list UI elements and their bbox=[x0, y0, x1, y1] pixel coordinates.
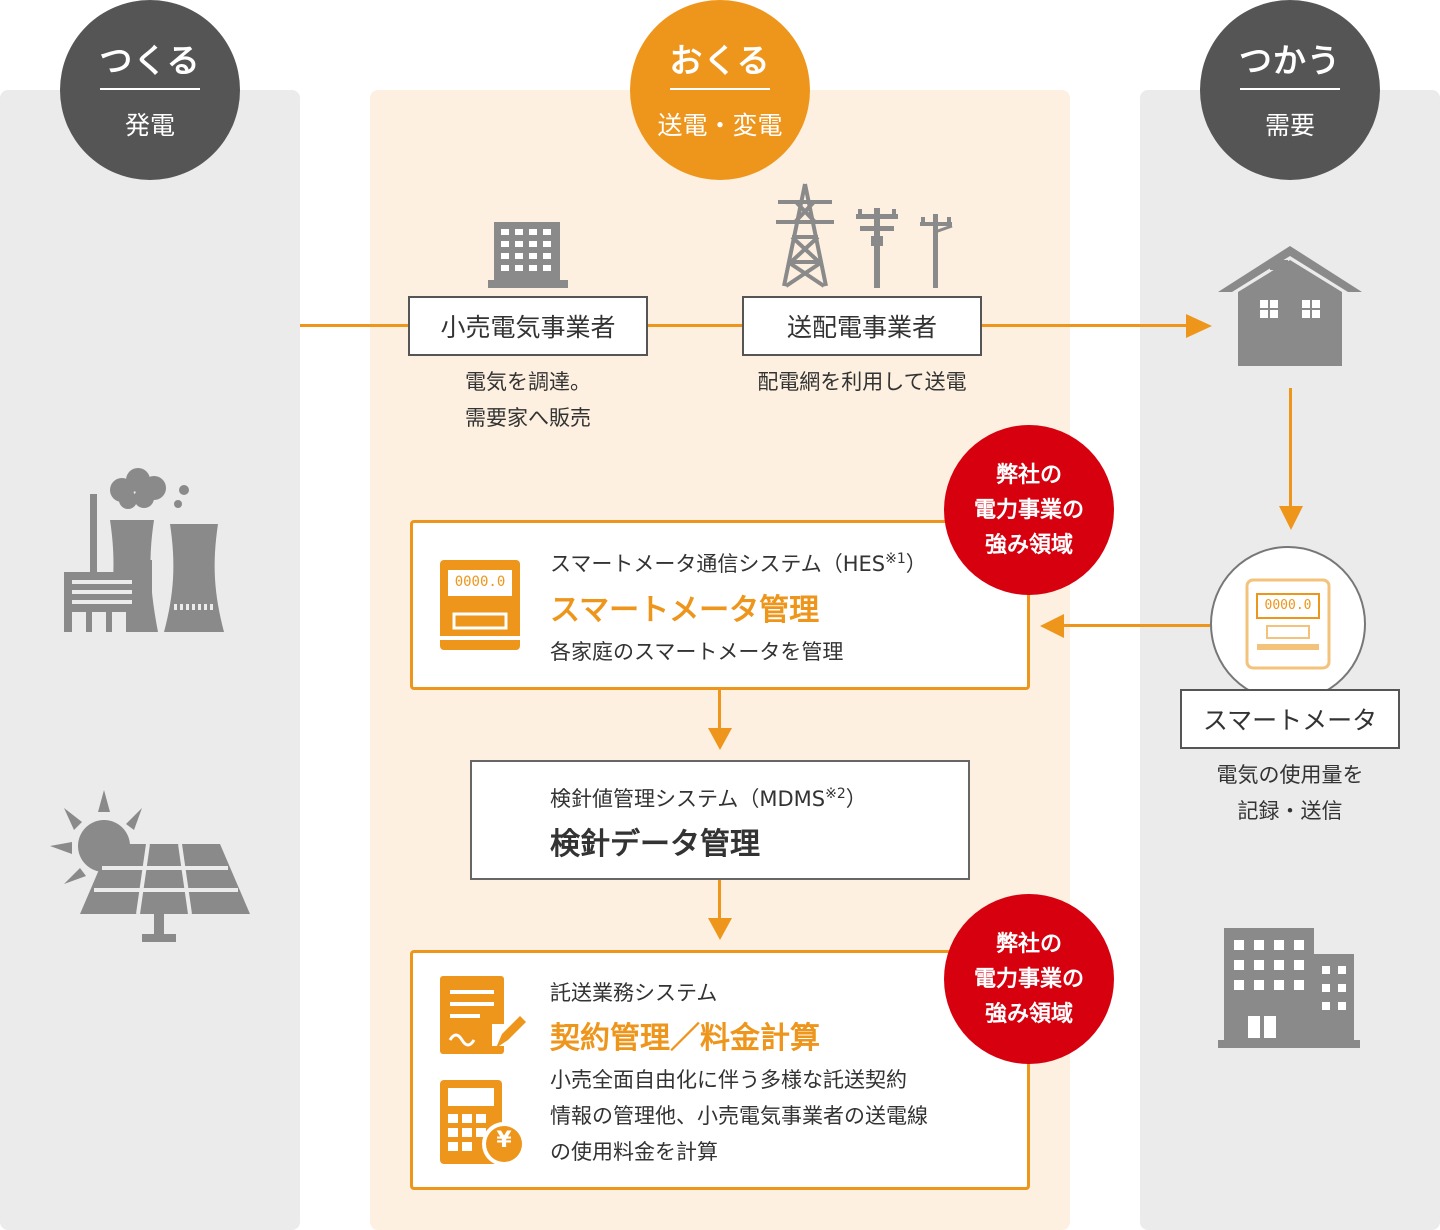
solar-panel-icon bbox=[50, 790, 250, 942]
badge-line1: 弊社の bbox=[995, 931, 1062, 957]
mdms-subtitle-close: ） bbox=[845, 787, 867, 811]
arrowhead-to-mdms-icon bbox=[708, 728, 732, 750]
house-icon bbox=[1218, 246, 1362, 366]
smart-meter-caption: 電気の使用量を 記録・送信 bbox=[1160, 757, 1420, 829]
hes-description: 各家庭のスマートメータを管理 bbox=[550, 640, 844, 664]
flow-line-mdms-consignment bbox=[718, 880, 721, 920]
smart-meter-caption-line1: 電気の使用量を bbox=[1216, 763, 1364, 787]
flow-line-meter-hes bbox=[1060, 624, 1210, 627]
send-subtitle: 送電・変電 bbox=[657, 111, 783, 140]
consignment-subtitle: 託送業務システム bbox=[550, 981, 718, 1005]
send-divider bbox=[670, 88, 770, 90]
smart-meter-display: 0000.0 bbox=[1264, 598, 1312, 613]
consignment-description-line3: の使用料金を計算 bbox=[550, 1140, 718, 1164]
consignment-description-line2: 情報の管理他、小売電気事業者の送電線 bbox=[550, 1104, 928, 1128]
mdms-panel bbox=[470, 760, 970, 880]
consignment-description: 小売全面自由化に伴う多様な託送契約 情報の管理他、小売電気事業者の送電線 の使用… bbox=[550, 1062, 990, 1170]
retailer-label: 小売電気事業者 bbox=[440, 313, 616, 342]
utility-pole-icon bbox=[920, 214, 953, 288]
retailer-box: 小売電気事業者 bbox=[408, 296, 648, 356]
hes-subtitle: スマートメータ通信システム（HES※1） bbox=[550, 548, 927, 578]
hes-subtitle-close: ） bbox=[905, 552, 927, 576]
document-pen-icon bbox=[440, 976, 526, 1054]
flow-line-transmission-house bbox=[980, 324, 1190, 327]
transmission-caption-text: 配電網を利用して送電 bbox=[757, 370, 967, 394]
retailer-caption: 電気を調達。 需要家へ販売 bbox=[400, 364, 656, 436]
consignment-description-line1: 小売全面自由化に伴う多様な託送契約 bbox=[550, 1068, 907, 1092]
make-title: つくる bbox=[99, 41, 201, 80]
generation-column bbox=[0, 90, 300, 1230]
hes-subtitle-text: スマートメータ通信システム（HES bbox=[550, 552, 886, 576]
send-circle: おくる 送電・変電 bbox=[630, 0, 810, 180]
transmission-caption: 配電網を利用して送電 bbox=[722, 364, 1002, 400]
hes-note-mark: ※1 bbox=[885, 551, 906, 567]
badge-line2: 電力事業の bbox=[973, 497, 1084, 523]
hes-heading: スマートメータ管理 bbox=[550, 593, 820, 628]
transmission-box: 送配電事業者 bbox=[742, 296, 982, 356]
mdms-subtitle: 検針値管理システム（MDMS※2） bbox=[550, 783, 867, 813]
use-subtitle: 需要 bbox=[1264, 111, 1315, 140]
smart-meter-icon bbox=[440, 560, 520, 650]
make-divider bbox=[100, 88, 200, 90]
smart-meter-label: スマートメータ bbox=[1202, 706, 1378, 735]
smart-meter-box: スマートメータ bbox=[1180, 689, 1400, 749]
flow-line-plant-retailer bbox=[300, 324, 410, 327]
make-circle: つくる 発電 bbox=[60, 0, 240, 180]
smart-meter-icon bbox=[1245, 578, 1331, 670]
arrowhead-to-meter-icon bbox=[1279, 506, 1303, 530]
mdms-subtitle-text: 検針値管理システム（MDMS bbox=[550, 787, 826, 811]
make-subtitle: 発電 bbox=[124, 111, 175, 140]
retailer-caption-line1: 電気を調達。 bbox=[465, 370, 591, 394]
arrowhead-to-hes-icon bbox=[1040, 614, 1064, 638]
badge-line2: 電力事業の bbox=[973, 966, 1084, 992]
use-divider bbox=[1240, 88, 1340, 90]
badge-line1: 弊社の bbox=[995, 462, 1062, 488]
arrowhead-to-consignment-icon bbox=[708, 918, 732, 940]
transmission-tower-icon bbox=[776, 183, 834, 288]
badge-line3: 強み領域 bbox=[984, 532, 1073, 558]
badge-line3: 強み領域 bbox=[984, 1001, 1073, 1027]
buildings-icon bbox=[1218, 928, 1360, 1048]
strength-badge: 弊社の 電力事業の 強み領域 bbox=[944, 894, 1114, 1064]
power-plant-icon bbox=[64, 468, 224, 632]
flow-line-house-meter bbox=[1289, 388, 1292, 508]
consignment-heading: 契約管理／料金計算 bbox=[550, 1021, 820, 1056]
hes-meter-display: 0000.0 bbox=[454, 574, 506, 590]
mdms-note-mark: ※2 bbox=[825, 786, 846, 802]
utility-pole-icon bbox=[856, 208, 898, 288]
flow-line-hes-mdms bbox=[718, 690, 721, 730]
retailer-caption-line2: 需要家へ販売 bbox=[465, 406, 591, 430]
flow-line-retailer-transmission bbox=[646, 324, 744, 327]
smart-meter-caption-line2: 記録・送信 bbox=[1237, 799, 1343, 823]
yen-symbol: ¥ bbox=[496, 1128, 512, 1153]
calculator-yen-icon bbox=[440, 1080, 526, 1166]
use-circle: つかう 需要 bbox=[1200, 0, 1380, 180]
use-title: つかう bbox=[1239, 41, 1341, 80]
office-building-icon bbox=[488, 222, 568, 288]
mdms-heading: 検針データ管理 bbox=[550, 827, 760, 862]
strength-badge: 弊社の 電力事業の 強み領域 bbox=[944, 425, 1114, 595]
transmission-label: 送配電事業者 bbox=[786, 313, 937, 342]
arrowhead-to-house-icon bbox=[1186, 314, 1212, 338]
send-title: おくる bbox=[669, 41, 771, 80]
